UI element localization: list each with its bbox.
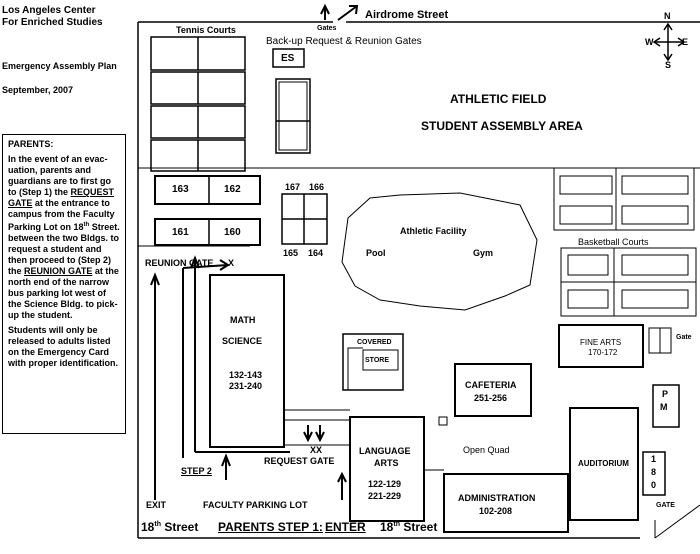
- math-rooms-1: 132-143: [229, 370, 263, 380]
- auditorium-label: AUDITORIUM: [578, 459, 629, 468]
- pm-m: M: [660, 402, 668, 412]
- building-180: [642, 451, 666, 496]
- gates-top-label: Gates: [317, 25, 337, 32]
- room-165: 165: [283, 248, 299, 258]
- cafeteria-label: CAFETERIA: [465, 380, 517, 390]
- org-line-1: Los Angeles Center: [2, 5, 96, 16]
- campus-boundary: [137, 21, 700, 539]
- arrows: [150, 3, 359, 500]
- bungalow-161-160: [154, 218, 261, 246]
- language-rooms-1: 122-129: [368, 479, 402, 489]
- reunion-gate-x: X: [228, 258, 235, 268]
- open-quad-label: Open Quad: [463, 445, 510, 455]
- math-science-building: [209, 274, 285, 448]
- room-166: 166: [309, 182, 325, 192]
- pool-label: Pool: [366, 248, 386, 258]
- language-arts-building: [349, 416, 425, 522]
- parents-paragraph-2: Students will only be released to adults…: [8, 325, 118, 368]
- basketball-courts-label: Basketball Courts: [578, 237, 649, 247]
- covered-store: [342, 333, 404, 391]
- building-180-0: 0: [651, 480, 657, 490]
- street-18-label-2: 18th Street: [380, 520, 438, 534]
- airdrome-street-label: Airdrome Street: [365, 9, 449, 21]
- compass-w: W: [645, 37, 654, 47]
- backup-gates-label: Back-up Request & Reunion Gates: [266, 36, 422, 47]
- reunion-gate-text: REUNION GATE: [24, 266, 93, 276]
- store-label: STORE: [365, 357, 389, 364]
- pm-building: [652, 384, 680, 428]
- athletic-field-label: ATHLETIC FIELD: [450, 92, 547, 106]
- gate-right-label: Gate: [676, 334, 692, 341]
- xx-label: XX: [310, 445, 323, 455]
- small-square: [438, 416, 448, 426]
- administration-building: [443, 473, 569, 533]
- tennis-courts: [150, 36, 246, 172]
- room-161: 161: [172, 227, 189, 238]
- small-court: [275, 78, 311, 154]
- covered-label: COVERED: [357, 339, 392, 346]
- plan-title: Emergency Assembly Plan: [2, 61, 117, 71]
- compass-n: N: [664, 11, 671, 21]
- admin-rooms: 102-208: [479, 506, 513, 516]
- basketball-courts: [553, 167, 697, 317]
- fine-arts-label: FINE ARTS: [580, 338, 622, 347]
- parents-heading: PARENTS:: [8, 139, 54, 149]
- parents-instructions: PARENTS: In the event of an evac-uation,…: [2, 134, 126, 434]
- fine-arts-rooms: 170-172: [588, 348, 618, 357]
- compass-e: E: [682, 37, 689, 47]
- cafeteria-building: [454, 363, 532, 417]
- language-rooms-2: 221-229: [368, 491, 402, 501]
- room-160: 160: [224, 227, 241, 238]
- es-label: ES: [281, 53, 295, 64]
- bungalow-163-162: [154, 175, 261, 205]
- exit-label: EXIT: [146, 500, 167, 510]
- building-180-8: 8: [651, 467, 657, 477]
- es-building: [272, 48, 305, 68]
- enter-label: ENTER: [325, 520, 366, 534]
- tennis-courts-label: Tennis Courts: [176, 25, 236, 35]
- room-162: 162: [224, 184, 241, 195]
- language-label: LANGUAGE: [359, 446, 411, 456]
- math-rooms-2: 231-240: [229, 381, 263, 391]
- street-18-label: 18th Street: [141, 520, 199, 534]
- compass-rose: [652, 22, 686, 62]
- parents-paragraph-1: In the event of an evac-uation, parents …: [8, 154, 120, 320]
- building-180-1: 1: [651, 454, 657, 464]
- athletic-facility-outline: [341, 192, 538, 311]
- fine-arts-building: [558, 324, 644, 368]
- room-164: 164: [308, 248, 324, 258]
- pm-p: P: [662, 389, 669, 399]
- gate-bottom-label: GATE: [656, 502, 675, 509]
- request-gate-label: REQUEST GATE: [264, 456, 335, 466]
- room-163: 163: [172, 184, 189, 195]
- step-2-label: STEP 2: [181, 466, 212, 476]
- faculty-parking-label: FACULTY PARKING LOT: [203, 500, 308, 510]
- administration-label: ADMINISTRATION: [458, 493, 536, 503]
- athletic-facility-label: Athletic Facility: [400, 226, 467, 236]
- cafeteria-rooms: 251-256: [474, 393, 508, 403]
- science-label: SCIENCE: [222, 336, 263, 346]
- assembly-area-label: STUDENT ASSEMBLY AREA: [421, 119, 583, 133]
- math-label: MATH: [230, 315, 256, 325]
- arts-label: ARTS: [374, 458, 399, 468]
- gym-label: Gym: [473, 248, 494, 258]
- parents-step-1-label: PARENTS STEP 1:: [218, 520, 323, 534]
- auditorium-building: [569, 407, 639, 521]
- request-gate-text: REQUEST GATE: [8, 187, 115, 208]
- reunion-gate-label: REUNION GATE: [145, 258, 214, 268]
- org-line-2: For Enriched Studies: [2, 17, 103, 28]
- room-167: 167: [285, 182, 301, 192]
- plan-date: September, 2007: [2, 85, 74, 95]
- compass-s: S: [665, 60, 672, 70]
